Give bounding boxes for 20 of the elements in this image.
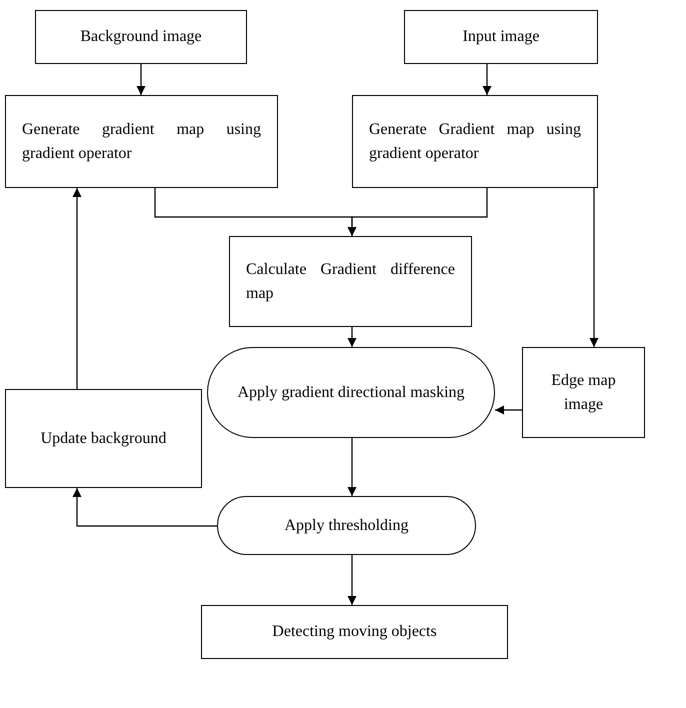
process-box: Calculate Gradient difference map (229, 236, 472, 327)
arrow (348, 188, 488, 236)
arrow (348, 555, 356, 605)
arrow (72, 188, 82, 389)
arrow (136, 64, 146, 95)
terminal-shape: Apply thresholding (217, 496, 476, 555)
process-box: Generate Gradient map using gradient operator (352, 95, 598, 188)
arrow (348, 327, 356, 347)
process-box: Background image (35, 10, 247, 64)
process-box: Edge map image (522, 347, 645, 438)
process-box: Input image (404, 10, 598, 64)
arrow (348, 438, 356, 496)
process-box: Detecting moving objects (201, 605, 508, 659)
arrow (495, 406, 522, 414)
process-box: Update background (5, 389, 202, 488)
process-box: Generate gradient map using gradient operator (5, 95, 278, 188)
arrow (72, 488, 217, 527)
arrow (590, 188, 598, 347)
arrow (482, 64, 492, 95)
terminal-shape: Apply gradient directional masking (207, 347, 495, 438)
